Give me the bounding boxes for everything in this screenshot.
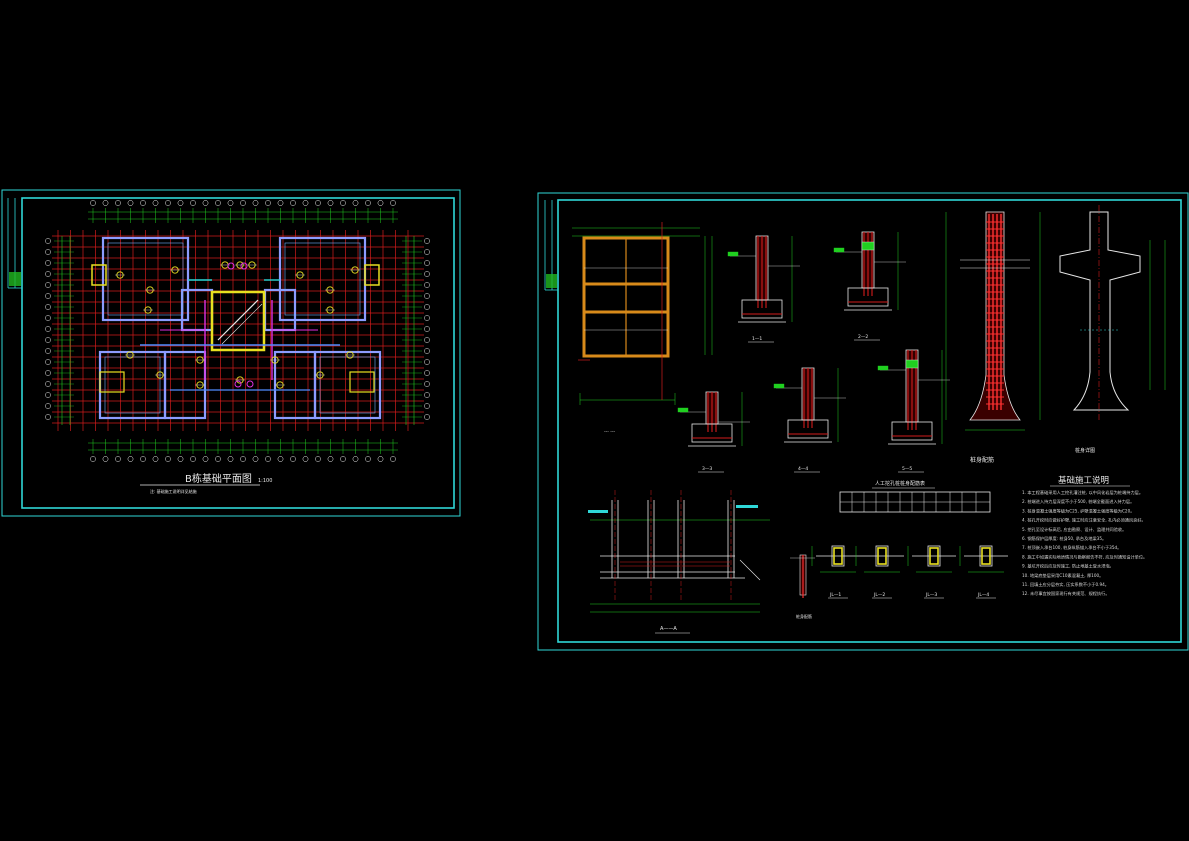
sheet-outer-border: [1, 189, 461, 517]
notes-line: 1. 本工程基础采用人工挖孔灌注桩, 以中风化岩层为桩端持力层。: [1022, 489, 1143, 496]
notes-line: 8. 施工中如遇实际地质情况与勘察报告不符, 应及时通知设计单位。: [1022, 553, 1147, 560]
pile-detail-label: 桩身配筋: [970, 456, 994, 464]
plan-title: B栋基础平面图: [185, 472, 252, 485]
section-a-a-elevation: A——A: [588, 490, 770, 634]
pile-outline-label: 桩身详图: [1075, 447, 1095, 454]
section-label: 5—5: [902, 466, 912, 472]
ground-beam-label: JL—4: [977, 592, 989, 598]
notes-line: 12. 未尽事宜按国家现行有关规范、规程执行。: [1022, 590, 1110, 597]
notes-line: 2. 桩端进入持力层深度不小于500, 桩端全截面进入持力层。: [1022, 498, 1134, 505]
sheet-inner-border: [557, 199, 1182, 643]
section-label: 2—2: [858, 334, 868, 340]
foundation-details-sheet: --- --- 1—1 2—2 3—3 4—4 5—5 桩身配筋 桩身详图: [537, 192, 1189, 651]
ground-beam-label: JL—1: [829, 592, 841, 598]
detail-small-plan: --- ---: [572, 222, 713, 435]
notes-line: 6. 钢筋保护层厚度: 桩身50, 承台及地梁35。: [1022, 535, 1106, 542]
sheet-outer-border: [537, 192, 1189, 651]
plan-scale: 1:100: [258, 478, 272, 484]
notes-line: 5. 挖孔至设计标高后, 应由勘察、设计、监理共同验收。: [1022, 526, 1126, 533]
title-block-strip: [7, 198, 22, 289]
notes-line: 3. 桩身混凝土强度等级为C25, 护壁混凝土强度等级为C20。: [1022, 507, 1134, 514]
plan-dimension-lines: [45, 200, 430, 462]
notes-line: 10. 地梁底垫层采用C10素混凝土, 厚100。: [1022, 572, 1103, 579]
pile-reinforcement-table: 人工挖孔桩桩身配筋表: [839, 480, 991, 513]
svg-text:--- ---: --- ---: [604, 430, 616, 435]
section-label: 1—1: [752, 336, 762, 342]
construction-notes: 基础施工说明 1. 本工程基础采用人工挖孔灌注桩, 以中风化岩层为桩端持力层。 2…: [1022, 475, 1147, 597]
section-label: 4—4: [798, 466, 808, 472]
table-title: 人工挖孔桩桩身配筋表: [875, 480, 925, 487]
notes-line: 7. 桩顶嵌入承台100, 桩身纵筋锚入承台不小于35d。: [1022, 544, 1121, 551]
footing-section-details: 1—1 2—2 3—3 4—4 5—5: [677, 231, 950, 473]
ground-beam-label: JL—2: [873, 592, 885, 598]
pile-outline-detail: 桩身详图: [1059, 205, 1166, 454]
notes-title: 基础施工说明: [1058, 475, 1109, 486]
rebar-detail-label: 桩身配筋: [796, 613, 812, 619]
ground-beam-label: JL—3: [925, 592, 937, 598]
pile-reinforcement-detail: 桩身配筋: [945, 211, 1041, 464]
plan-foundation-walls: [91, 236, 382, 420]
plan-note: 注: 基础施工说明详见结施: [150, 488, 197, 494]
section-label: 3—3: [702, 466, 712, 472]
ground-beam-sections: JL—1 JL—2 JL—3 JL—4 桩身配筋: [790, 545, 1008, 619]
plan-title-block: B栋基础平面图 1:100 注: 基础施工说明详见结施: [140, 472, 272, 494]
title-block-strip: [544, 200, 558, 291]
notes-line: 4. 桩孔开挖时应做好护壁, 施工时应注意安全, 孔内必须通风良好。: [1022, 517, 1146, 524]
notes-line: 9. 基坑开挖后应及时施工, 防止地基土受水浸泡。: [1022, 563, 1114, 570]
notes-line: 11. 回填土应分层夯实, 压实系数不小于0.94。: [1022, 581, 1109, 588]
sheet-inner-border: [21, 197, 455, 509]
foundation-plan-sheet: B栋基础平面图 1:100 注: 基础施工说明详见结施: [1, 189, 461, 517]
section-aa-label: A——A: [660, 626, 677, 632]
